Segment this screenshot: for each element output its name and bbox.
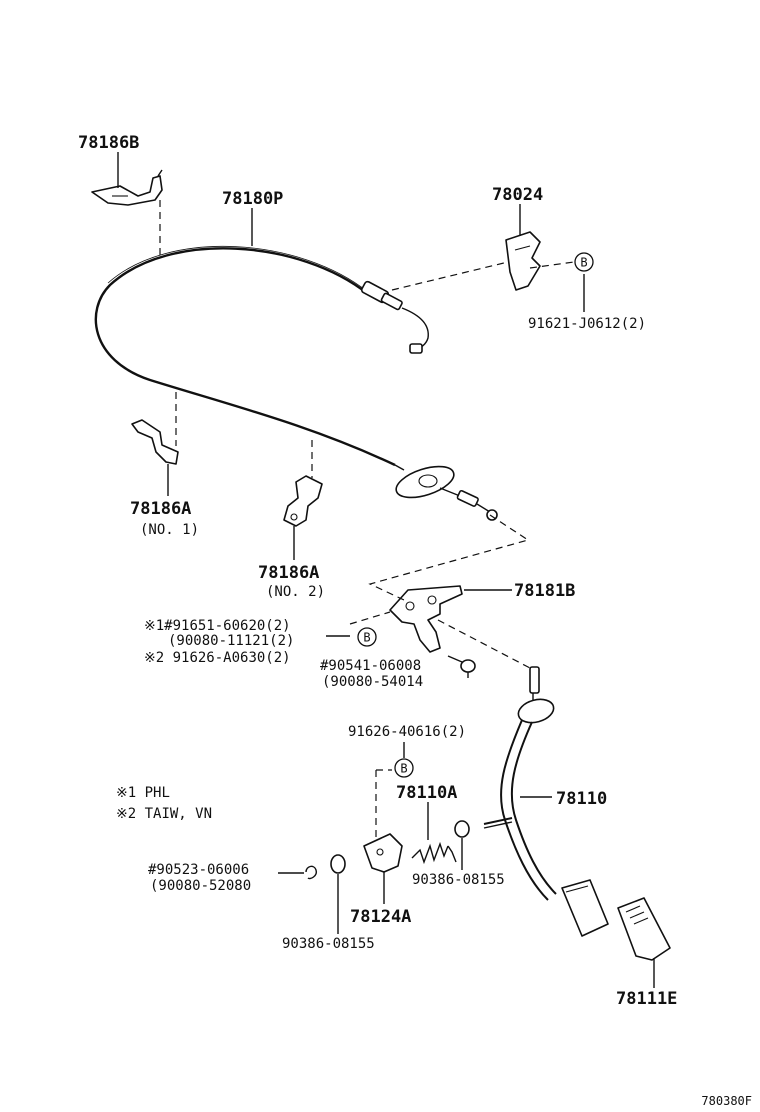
label-90080-54014: (90080-54014 [322,674,423,690]
label-78024: 78024 [492,185,543,205]
clip-90523-drawing [305,865,318,880]
marker-b-1: B [574,252,594,272]
clamp-78186a-no1-drawing [131,419,179,465]
label-78186a-no1: 78186A [130,499,191,519]
marker-b-3: B [394,758,414,778]
clamp-78186a-no2-drawing [283,475,323,527]
spring-78110a-drawing [411,841,457,865]
label-78110a: 78110A [396,783,457,803]
svg-text:B: B [580,256,587,270]
dashed-lines [159,200,575,842]
bracket-78124a-drawing [363,833,403,873]
label-90386-08155-right: 90386-08155 [412,872,505,888]
label-78186a-no2-note: (NO. 2) [266,584,325,600]
label-78186b: 78186B [78,133,139,153]
label-78111e: 78111E [616,989,677,1009]
marker-b-2: B [357,627,377,647]
bracket-78024-drawing [505,231,541,291]
svg-text:B: B [363,631,370,645]
label-91621-j0612: 91621-J0612(2) [528,316,646,332]
bushing-90386-right-drawing [454,820,470,838]
label-78181b: 78181B [514,581,575,601]
figure-id: 780380F [701,1094,752,1108]
label-78124a: 78124A [350,907,411,927]
note-1: ※1 PHL [116,785,170,801]
label-91651-60620: ※1#91651-60620(2) [144,618,291,634]
label-90541-06008: #90541-06008 [320,658,421,674]
leader-lines [117,152,655,988]
label-91626-40616: 91626-40616(2) [348,724,466,740]
label-90080-11121: (90080-11121(2) [168,633,294,649]
label-78186a-no2: 78186A [258,563,319,583]
label-90080-52080: (90080-52080 [150,878,251,894]
pedal-arm-78110-drawing [483,666,609,937]
svg-text:B: B [400,762,407,776]
label-78180p: 78180P [222,189,283,209]
clamp-78186b-drawing [91,169,163,206]
bushing-90386-left-drawing [330,854,346,874]
label-90523-06006: #90523-06006 [148,862,249,878]
bracket-78181b-drawing [389,585,463,653]
note-2: ※2 TAIW, VN [116,806,212,822]
label-78110: 78110 [556,789,607,809]
label-78186a-no1-note: (NO. 1) [140,522,199,538]
pedal-pad-78111e-drawing [617,897,671,961]
label-91626-a0630: ※2 91626-A0630(2) [144,650,291,666]
accelerator-cable [94,245,498,521]
label-90386-08155-left: 90386-08155 [282,936,375,952]
bolt-90541-drawing [447,655,476,673]
